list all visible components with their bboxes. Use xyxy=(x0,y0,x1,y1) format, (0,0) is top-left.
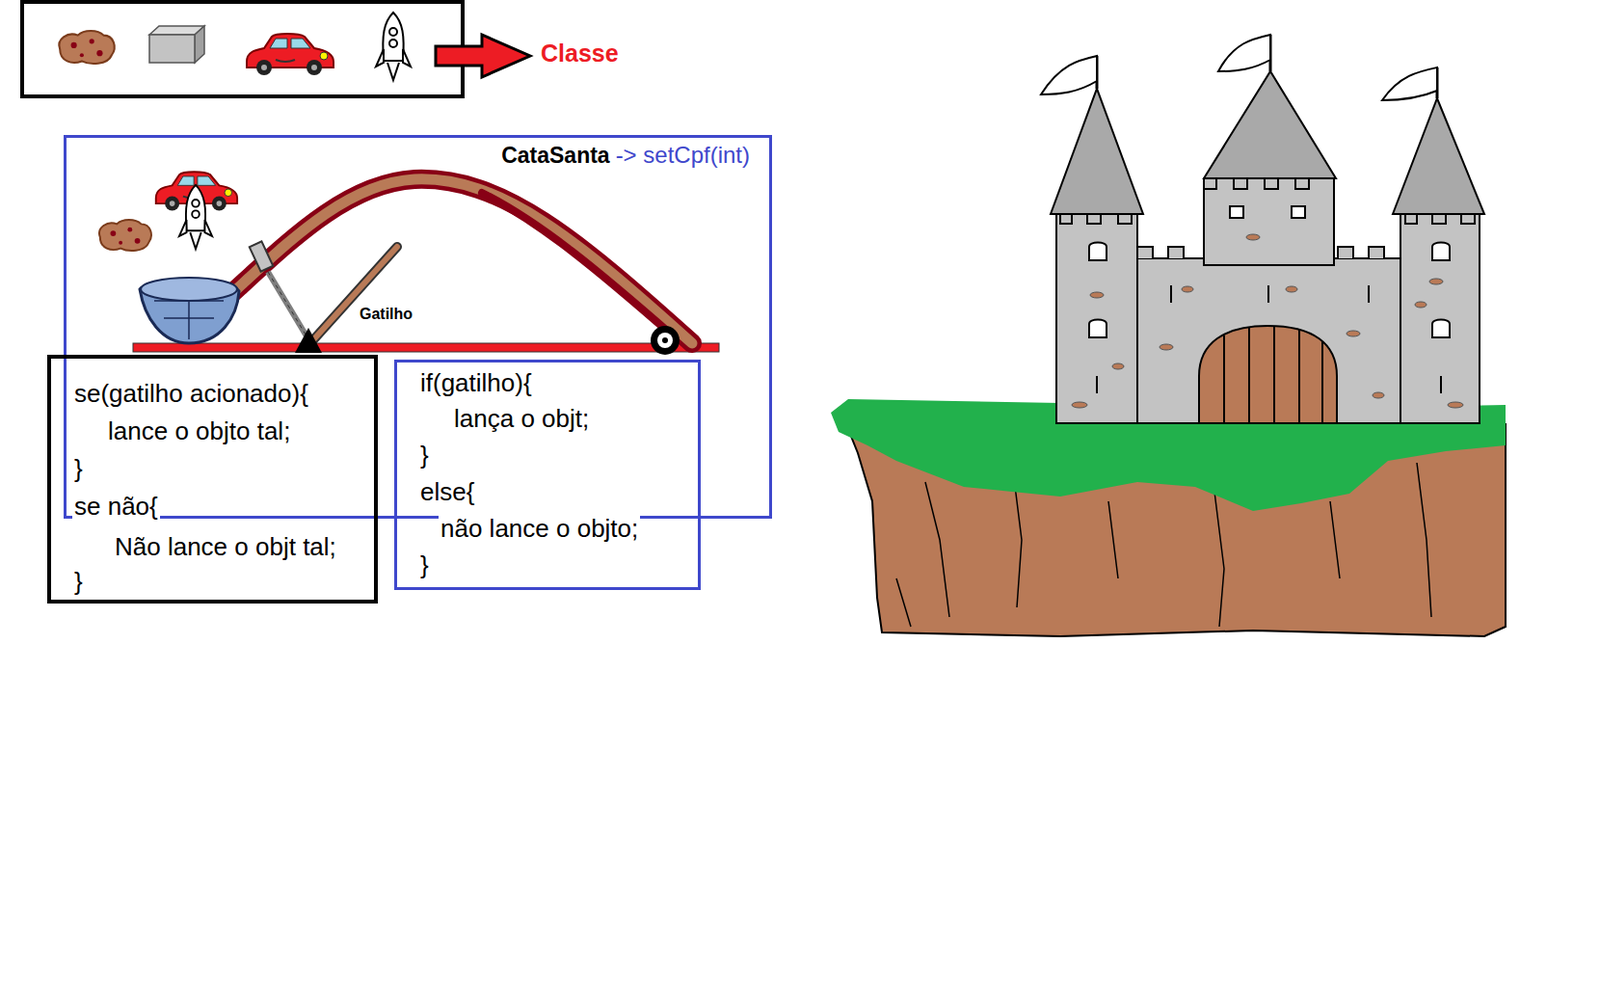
catapult-arm xyxy=(231,179,693,344)
catapult-linkage xyxy=(249,240,274,271)
trigger-lever xyxy=(310,246,398,344)
rock-icon xyxy=(58,30,114,64)
catapult-basket xyxy=(139,277,240,344)
castle xyxy=(1372,392,1385,399)
castle xyxy=(1112,363,1124,370)
pseudocode-box: se(gatilho acionado){ lance o objto tal;}… xyxy=(47,354,378,604)
code-line: } xyxy=(418,550,431,580)
class-header: CataSanta-> setCpf(int) xyxy=(501,141,750,169)
castle xyxy=(1218,34,1271,72)
code-line: else{ xyxy=(418,477,477,507)
castle xyxy=(1392,98,1485,214)
castle xyxy=(1414,301,1427,308)
castle xyxy=(1447,401,1464,408)
arrow-symbol xyxy=(435,34,531,78)
castle xyxy=(1382,67,1438,101)
box-icon xyxy=(194,26,205,63)
class-box xyxy=(22,1,463,97)
code-line: } xyxy=(72,566,85,596)
pivot xyxy=(294,327,322,353)
castle xyxy=(1229,206,1306,218)
code-line: se(gatilho acionado){ xyxy=(72,378,311,408)
castle xyxy=(1137,258,1401,424)
castle xyxy=(1096,285,1441,394)
catapult-basket xyxy=(140,277,238,301)
castle xyxy=(1285,286,1298,293)
projectiles xyxy=(99,219,152,251)
castle xyxy=(1040,55,1097,95)
catapult-linkage xyxy=(249,240,309,340)
projectiles xyxy=(99,171,238,251)
castle xyxy=(1181,286,1194,293)
box-icon xyxy=(149,34,195,63)
castle xyxy=(1429,278,1443,285)
class-label: Classe xyxy=(540,39,619,68)
code-line: if(gatilho){ xyxy=(418,368,534,398)
code-line: lança o objt; xyxy=(452,403,591,433)
trigger-lever xyxy=(310,246,398,344)
castle xyxy=(1071,234,1464,408)
catapult-arm xyxy=(231,179,693,344)
castle xyxy=(1203,178,1309,189)
castle xyxy=(1050,88,1144,214)
catapult-base xyxy=(133,343,720,352)
car-icon xyxy=(246,33,334,76)
class-box xyxy=(22,1,463,97)
castle xyxy=(1096,34,1438,99)
castle xyxy=(1203,178,1334,266)
class-name: CataSanta xyxy=(501,142,610,169)
catapult-arm xyxy=(481,192,675,338)
rock-icon xyxy=(58,30,114,64)
castle xyxy=(1224,326,1323,424)
castle xyxy=(1040,34,1485,424)
code-line: se não{ xyxy=(72,491,160,521)
code-line: lance o objto tal; xyxy=(106,416,293,446)
arrow-symbol xyxy=(435,34,531,78)
code-line: não lance o objto; xyxy=(438,513,640,543)
code-line: Não lance o objt tal; xyxy=(112,532,339,561)
pivot xyxy=(294,327,322,353)
projectiles xyxy=(179,185,213,249)
wheel xyxy=(650,325,680,355)
code-box: if(gatilho){ lança o objt;} else{ não lance… xyxy=(394,359,701,590)
catapult-arm xyxy=(231,179,693,344)
catapult-base xyxy=(133,343,720,352)
rocket-icon xyxy=(375,12,411,80)
castle xyxy=(1199,325,1337,424)
castle xyxy=(1346,330,1360,337)
code-line: } xyxy=(72,453,85,483)
box-icon xyxy=(149,26,205,63)
catapult-linkage xyxy=(267,271,309,340)
rocket-icon xyxy=(375,12,411,80)
castle xyxy=(1159,344,1174,350)
castle xyxy=(1071,401,1088,408)
catapult-linkage xyxy=(267,271,309,340)
catapult-basket xyxy=(154,300,224,340)
trigger-label: Gatilho xyxy=(359,305,413,323)
method-signature: -> setCpf(int) xyxy=(615,141,750,169)
castle xyxy=(1090,292,1104,298)
trigger-lever xyxy=(310,246,398,344)
code-line: } xyxy=(418,440,431,470)
wheel xyxy=(657,332,673,348)
wheel xyxy=(662,337,668,344)
wheel xyxy=(650,325,680,355)
castle xyxy=(1060,213,1475,224)
car-icon xyxy=(246,33,334,76)
castle xyxy=(1246,234,1260,240)
castle xyxy=(1203,71,1336,179)
